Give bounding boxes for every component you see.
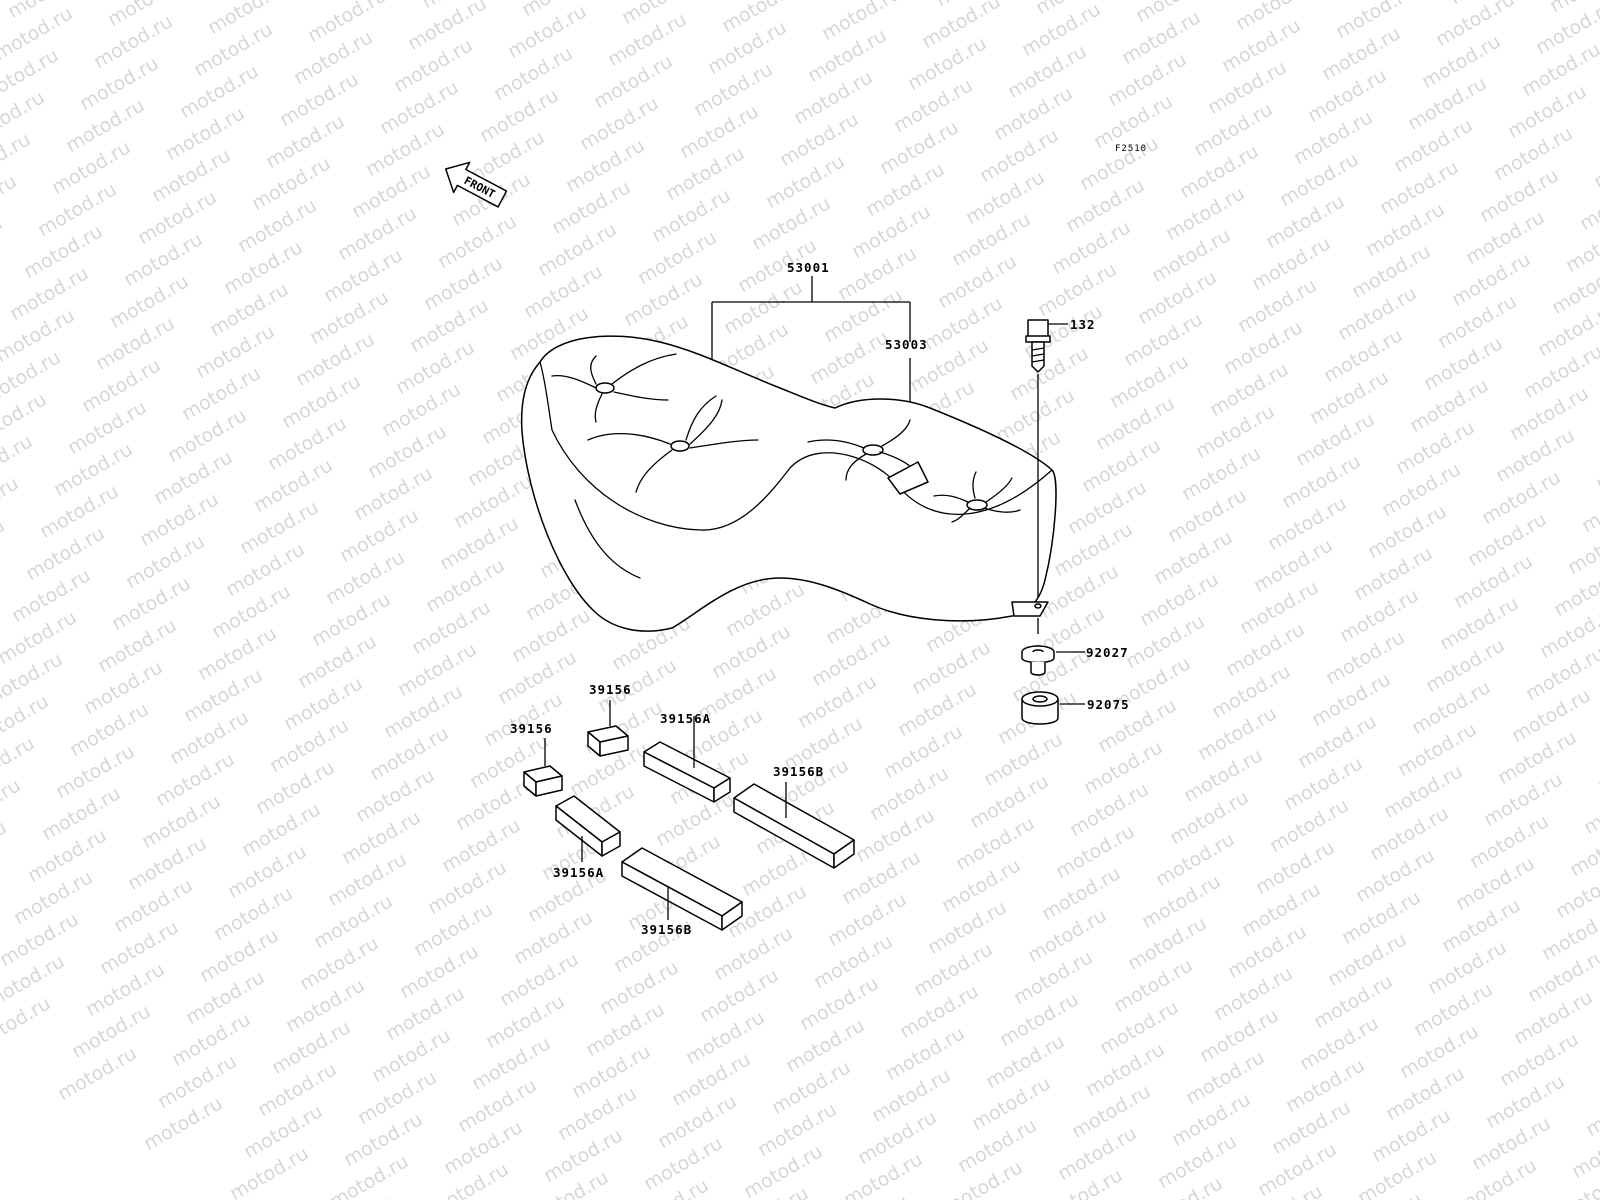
pad-39156-left: [523, 738, 563, 797]
seat-mount-tab: [1011, 601, 1049, 617]
bolt-flange: [1025, 335, 1051, 343]
bolt-shank: [1031, 341, 1045, 373]
seat-drawing: [520, 335, 1057, 632]
seat-outline: [520, 335, 1057, 632]
bolt-132: [1025, 319, 1068, 634]
seat-mount-hole: [1034, 603, 1042, 609]
pad-39156A-top: [643, 716, 731, 803]
damper-hole: [1032, 695, 1048, 703]
seat-top-edge: [551, 429, 1053, 531]
pad-39156A-bottom: [555, 795, 621, 862]
label-39156A-top: 39156A: [660, 711, 711, 726]
label-39156A-bottom: 39156A: [553, 865, 604, 880]
seat-pleats: [551, 353, 1021, 523]
pad-39156-top: [587, 700, 629, 757]
label-39156-left: 39156: [510, 721, 553, 736]
pad-39156B-bottom: [621, 847, 743, 931]
label-132: 132: [1070, 317, 1096, 332]
collar-92027: [1021, 645, 1085, 676]
seat-label-patch: [887, 461, 929, 495]
label-53001: 53001: [787, 260, 830, 275]
label-39156B-bottom: 39156B: [641, 922, 692, 937]
seat-button: [862, 444, 884, 456]
figure-code: F2510: [1115, 144, 1147, 154]
label-53003: 53003: [885, 337, 928, 352]
seat-button: [595, 382, 615, 394]
front-arrow-shape: [444, 161, 508, 208]
seat-button: [670, 440, 690, 452]
seat-side-seam: [574, 499, 641, 579]
damper-92075: [1021, 691, 1085, 725]
seat-button: [966, 499, 988, 511]
label-92075: 92075: [1087, 697, 1130, 712]
collar-body: [1030, 662, 1046, 676]
label-39156B-right: 39156B: [773, 764, 824, 779]
label-92027: 92027: [1086, 645, 1129, 660]
front-arrow: FRONT: [444, 161, 508, 208]
seat-front-edge: [539, 361, 553, 431]
collar-flange: [1021, 652, 1055, 664]
label-39156-top: 39156: [589, 682, 632, 697]
pad-39156B-right: [733, 782, 855, 869]
